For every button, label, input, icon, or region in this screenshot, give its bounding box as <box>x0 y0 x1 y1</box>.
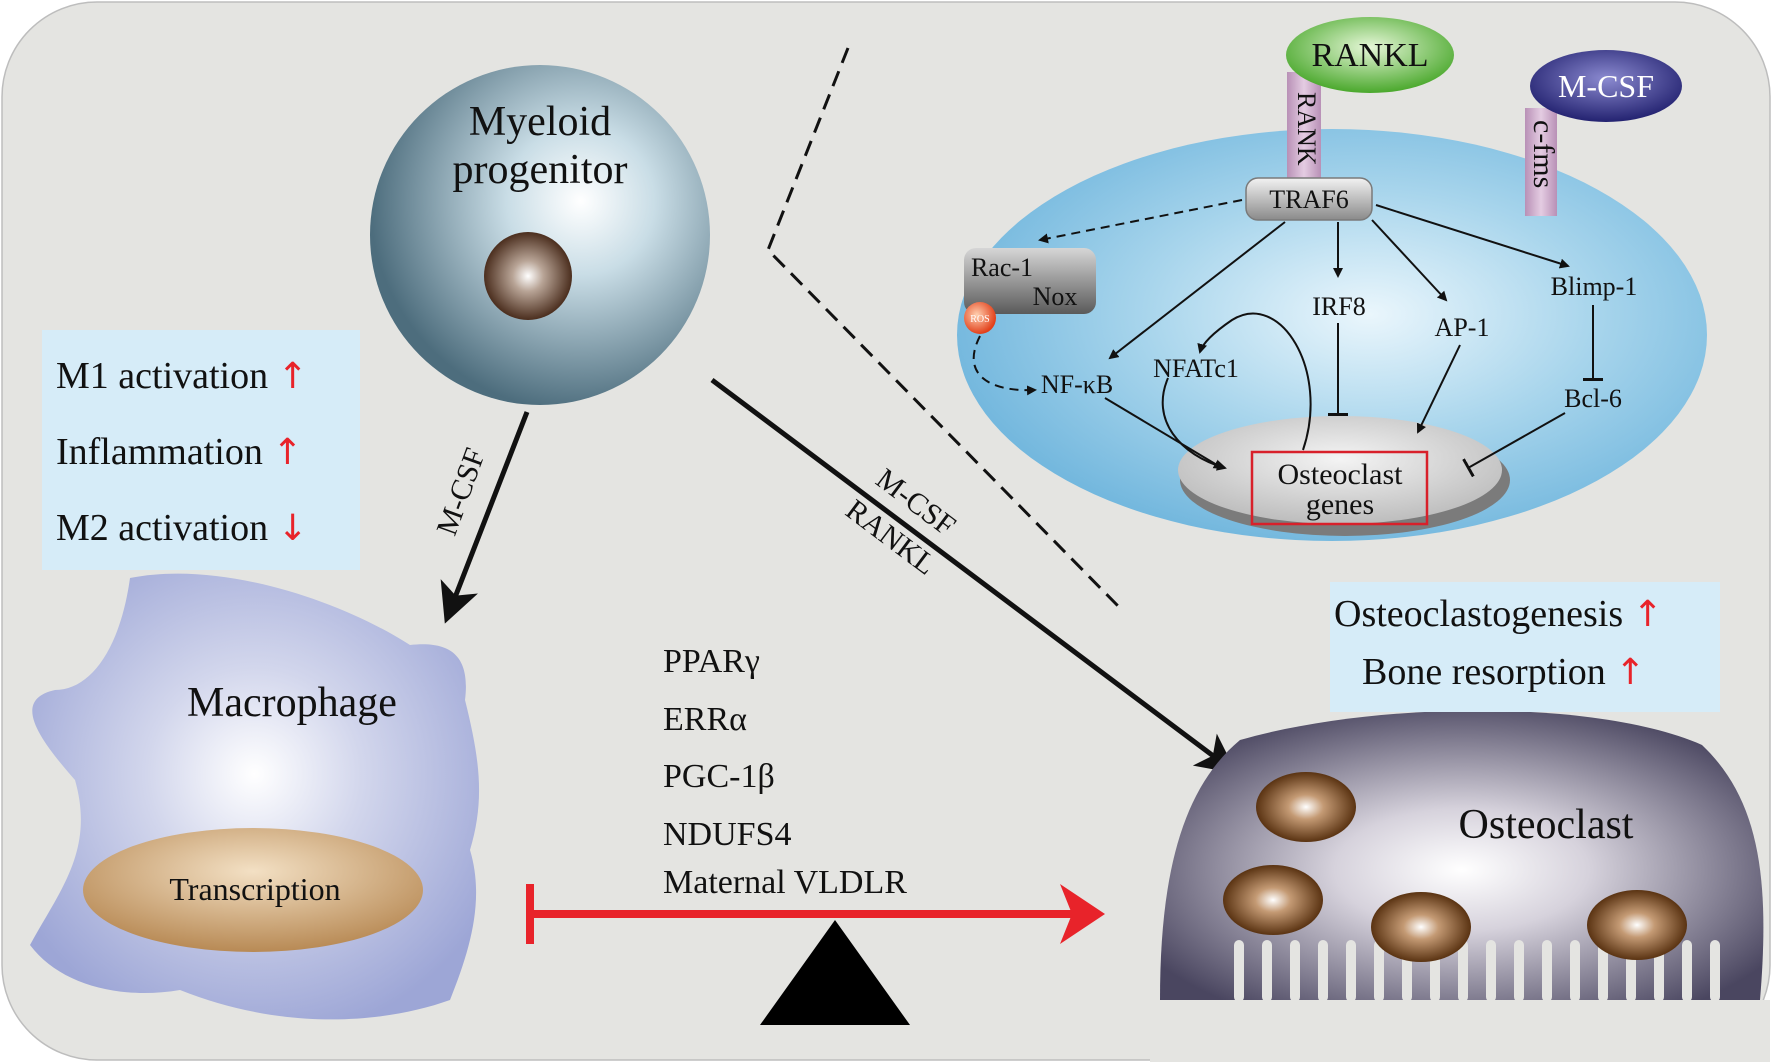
macrophage-cell: Macrophage Transcription <box>30 573 480 1020</box>
traf6-to-ap1-arrow <box>1371 219 1448 302</box>
dashed-separator <box>766 47 1122 610</box>
osteoclast-effects-box: Osteoclastogenesis ↑ Bone resorption ↑ <box>1330 582 1720 712</box>
mcsf-ligand <box>1530 50 1682 122</box>
effect-bone-resorption-label: Bone resorption <box>1362 651 1606 693</box>
irf8-label: IRF8 <box>1312 292 1365 321</box>
osteoclast-nucleus-1 <box>1256 772 1356 842</box>
regulator-ndufs4: NDUFS4 <box>663 816 791 853</box>
nox-label: Nox <box>1033 282 1078 311</box>
effect-m2-label: M2 activation <box>56 507 269 549</box>
cfms-receptor <box>1525 108 1557 216</box>
macrophage-label: Macrophage <box>187 680 397 726</box>
regulator-maternal-vldlr: Maternal VLDLR <box>663 864 907 901</box>
progenitor-label-line2: progenitor <box>453 147 628 193</box>
progenitor-to-osteoclast-arrow <box>710 378 1237 774</box>
macrophage-effects-box: M1 activation ↑ Inflammation ↑ M2 activa… <box>42 330 360 570</box>
rac1-nox-box <box>964 248 1096 314</box>
progenitor-to-macrophage-arrow <box>440 411 530 624</box>
traf6-to-nfkb-arrow <box>1108 221 1286 360</box>
arrow-up-icon: ↑ <box>1632 594 1663 635</box>
effect-osteoclastogenesis-label: Osteoclastogenesis <box>1334 593 1624 635</box>
ros-to-nfkb-arrow <box>972 335 1037 396</box>
regulator-pgc1b: PGC-1β <box>663 758 775 795</box>
rac1-label: Rac-1 <box>971 253 1033 282</box>
traf6-box <box>1245 177 1373 221</box>
nfkb-label: NF-κB <box>1041 370 1113 399</box>
arrow-up-icon: ↑ <box>1615 652 1646 693</box>
effect-row-osteoclastogenesis: Osteoclastogenesis ↑ <box>1334 592 1720 636</box>
cfms-label: c-fms <box>1527 120 1560 188</box>
ros-bubble <box>964 302 996 334</box>
osteoclast-cell: Osteoclast <box>1150 710 1770 1062</box>
balance-arrowhead <box>1060 884 1105 944</box>
arrow-up-icon: ↑ <box>272 432 303 473</box>
progenitor-label-line1: Myeloid <box>469 99 611 145</box>
arrow-up-icon: ↑ <box>277 356 308 397</box>
ap1-to-genes-arrow <box>1416 344 1461 434</box>
balance-scale <box>526 884 1105 1025</box>
genes-label-line1: Osteoclast <box>1278 458 1404 491</box>
ros-label: ROS <box>970 314 989 325</box>
bcl6-label: Bcl-6 <box>1564 384 1622 413</box>
nfatc1-to-genes-arrow <box>1161 377 1227 471</box>
effect-row-m2: M2 activation ↓ <box>56 506 360 550</box>
genes-nucleus <box>1178 416 1502 524</box>
genes-label-line2: genes <box>1306 488 1374 521</box>
effect-row-inflammation: Inflammation ↑ <box>56 430 360 474</box>
traf6-to-rac1-arrow <box>1038 199 1243 244</box>
arrow-down-icon: ↓ <box>277 508 308 549</box>
blimp1-label: Blimp-1 <box>1551 272 1638 301</box>
progenitor-nucleus <box>484 232 572 320</box>
rank-label: RANK <box>1292 92 1321 166</box>
nfkb-to-genes-arrow <box>1104 397 1224 470</box>
bcl6-inhibits-genes <box>1462 412 1566 478</box>
balance-fulcrum <box>760 920 910 1025</box>
effect-row-m1: M1 activation ↑ <box>56 354 360 398</box>
genes-to-nfatc1-feedback <box>1197 312 1312 451</box>
effect-inflammation-label: Inflammation <box>56 431 263 473</box>
myeloid-progenitor-cell: Myeloid progenitor <box>370 65 710 405</box>
regulator-pparg: PPARγ <box>663 643 760 680</box>
bone-surface-gap <box>1150 1000 1770 1062</box>
effect-m1-label: M1 activation <box>56 355 269 397</box>
osteoclast-nucleus-4 <box>1587 890 1687 960</box>
osteoclast-nucleus-2 <box>1223 865 1323 935</box>
transcription-nucleus <box>83 828 423 952</box>
effect-row-bone-resorption: Bone resorption ↑ <box>1362 650 1720 694</box>
traf6-to-blimp1-arrow <box>1375 204 1570 269</box>
regulator-erra: ERRα <box>663 701 747 738</box>
balance-beam <box>530 910 1075 918</box>
osteoclast-genes-box <box>1250 450 1429 526</box>
signaling-cell: RANK RANKL c-fms M-CSF TRAF6 Rac-1 Nox R… <box>957 17 1707 541</box>
ap1-label: AP-1 <box>1435 313 1490 342</box>
traf6-label: TRAF6 <box>1269 185 1348 214</box>
osteoclast-nucleus-3 <box>1371 892 1471 962</box>
nfatc1-label: NFATc1 <box>1153 354 1239 383</box>
osteoclast-label: Osteoclast <box>1459 802 1634 848</box>
regulator-list: PPARγ ERRα PGC-1β NDUFS4 Maternal VLDLR <box>663 643 907 901</box>
transcription-label: Transcription <box>169 871 340 907</box>
rankl-ligand <box>1286 17 1454 93</box>
rank-receptor <box>1287 72 1321 180</box>
mcsf-ligand-label: M-CSF <box>1558 68 1654 104</box>
rankl-ligand-label: RANKL <box>1311 37 1428 74</box>
